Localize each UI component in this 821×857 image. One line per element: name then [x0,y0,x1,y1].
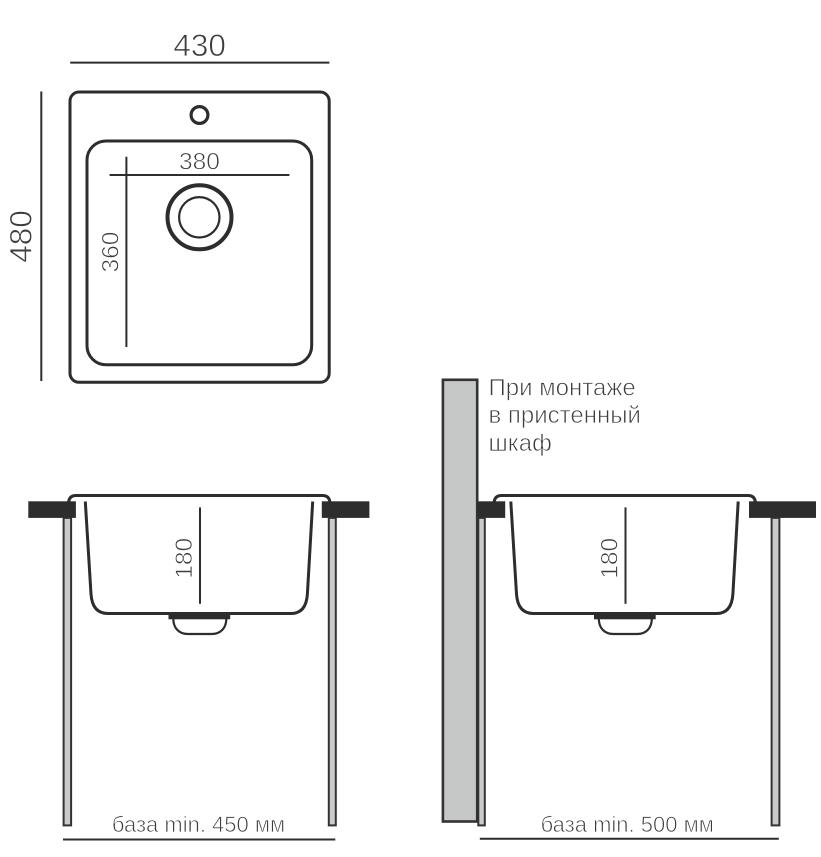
svg-text:430: 430 [173,27,226,63]
svg-text:база min. 450 мм: база min. 450 мм [112,812,285,837]
svg-text:380: 380 [179,149,220,176]
svg-text:При монтаже: При монтаже [489,375,636,402]
svg-text:база min. 500 мм: база min. 500 мм [541,812,714,837]
svg-text:шкаф: шкаф [489,430,552,457]
svg-text:180: 180 [171,538,198,579]
svg-text:360: 360 [98,232,125,273]
svg-text:в пристенный: в пристенный [489,402,641,429]
svg-text:480: 480 [3,210,39,263]
